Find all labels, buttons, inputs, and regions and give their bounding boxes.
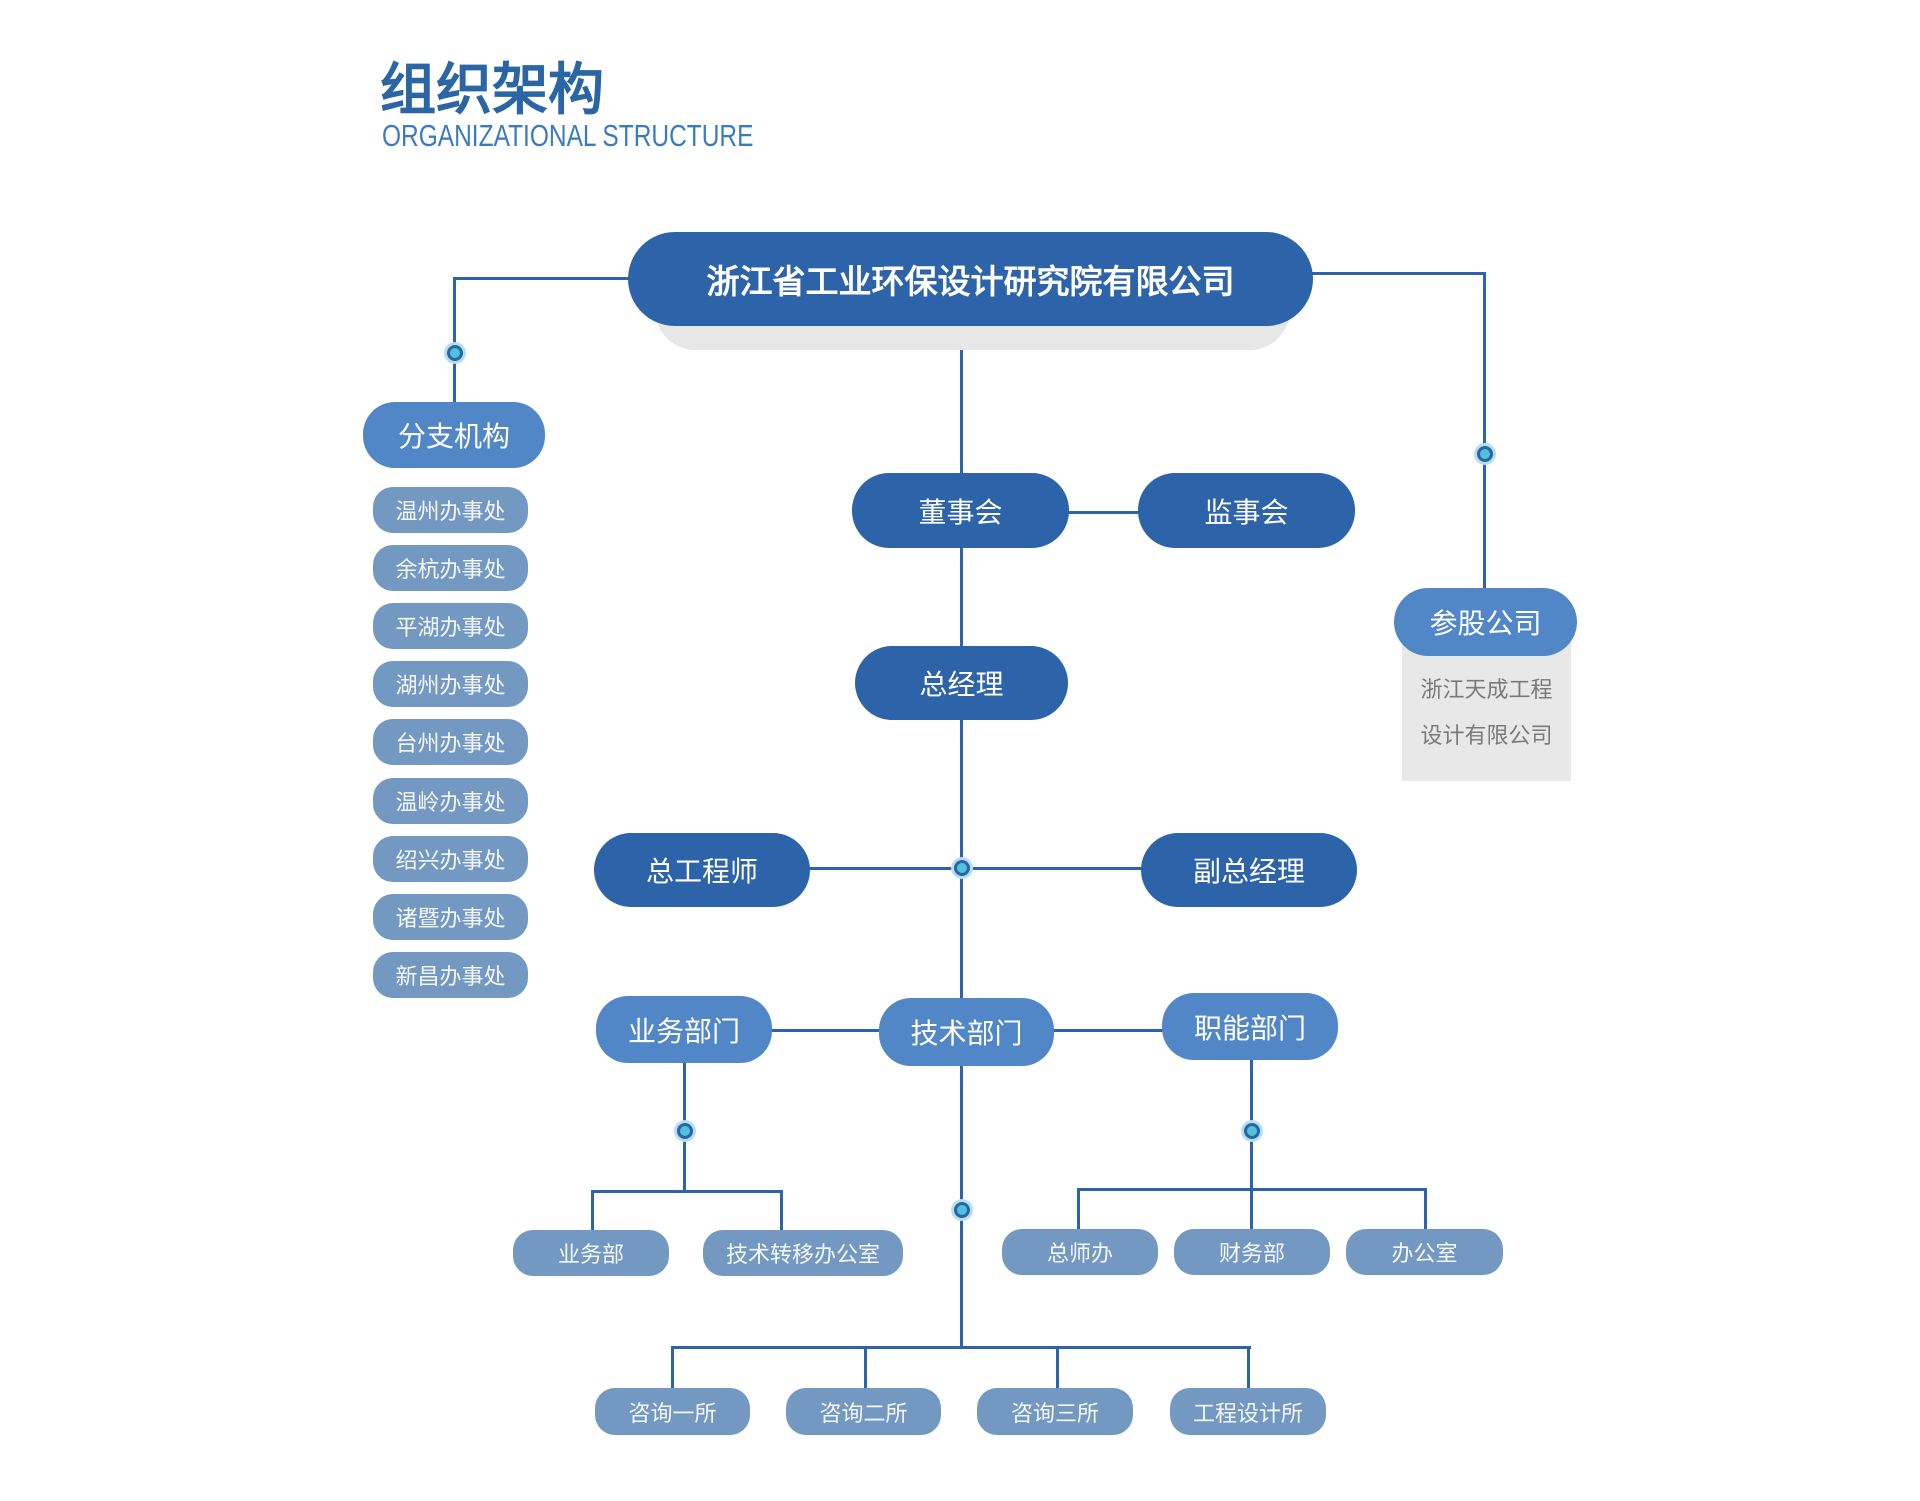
branch-office-item[interactable]: 平湖办事处 bbox=[373, 603, 528, 650]
root-node-label: 浙江省工业环保设计研究院有限公司 bbox=[706, 262, 1235, 301]
technical-unit-label: 咨询三所 bbox=[1010, 1401, 1099, 1427]
functional-unit-node[interactable]: 总师办 bbox=[1002, 1229, 1158, 1275]
chief-engineer-node[interactable]: 总工程师 bbox=[594, 833, 810, 907]
connector-business-branch bbox=[591, 1190, 783, 1193]
connector-business-unit-2 bbox=[780, 1190, 783, 1232]
junction-dot-branches bbox=[447, 345, 463, 361]
holding-company-name-line-2: 设计有限公司 bbox=[1420, 724, 1553, 749]
connector-root-branches-h bbox=[454, 277, 630, 280]
deputy-gm-node-label: 副总经理 bbox=[1192, 855, 1305, 888]
technical-unit-node[interactable]: 咨询三所 bbox=[977, 1388, 1133, 1435]
business-unit-node[interactable]: 业务部 bbox=[513, 1230, 669, 1276]
branch-office-label: 诸暨办事处 bbox=[395, 906, 506, 932]
branch-office-label: 余杭办事处 bbox=[395, 558, 506, 584]
functional-unit-node[interactable]: 财务部 bbox=[1174, 1229, 1330, 1275]
branch-office-item[interactable]: 温州办事处 bbox=[373, 487, 528, 533]
branch-office-label: 绍兴办事处 bbox=[395, 848, 506, 874]
junction-dot-functional bbox=[1244, 1123, 1260, 1139]
branch-office-item[interactable]: 温岭办事处 bbox=[373, 777, 528, 824]
functional-unit-label: 财务部 bbox=[1218, 1242, 1285, 1267]
branch-office-label: 台州办事处 bbox=[395, 732, 506, 758]
holding-company-name-line-1: 浙江天成工程 bbox=[1420, 678, 1553, 703]
technical-unit-node[interactable]: 咨询一所 bbox=[595, 1388, 750, 1435]
branch-office-item[interactable]: 绍兴办事处 bbox=[373, 835, 528, 882]
connector-chief-engineer bbox=[808, 867, 961, 870]
connector-business-unit-1 bbox=[591, 1190, 594, 1232]
page-title: 组织架构 bbox=[380, 58, 604, 123]
supervisors-node[interactable]: 监事会 bbox=[1138, 473, 1355, 548]
connector-root-holdings-v bbox=[1483, 272, 1486, 590]
general-manager-node-label: 总经理 bbox=[919, 668, 1004, 701]
connector-tech-functional bbox=[1052, 1029, 1164, 1032]
functional-dept-node[interactable]: 职能部门 bbox=[1162, 993, 1338, 1060]
business-dept-node-label: 业务部门 bbox=[627, 1014, 740, 1048]
technical-unit-label: 工程设计所 bbox=[1192, 1401, 1303, 1427]
connector-spine-board-gm bbox=[960, 546, 963, 648]
junction-dot-technical bbox=[954, 1202, 970, 1218]
connector-root-branches-v bbox=[453, 277, 456, 404]
branch-office-item[interactable]: 台州办事处 bbox=[373, 719, 528, 766]
connector-deputy-gm bbox=[961, 867, 1143, 870]
junction-dot-business bbox=[677, 1123, 693, 1139]
connector-technical-unit-4 bbox=[1247, 1346, 1250, 1390]
branch-office-label: 新昌办事处 bbox=[395, 964, 506, 990]
page-subtitle: ORGANIZATIONAL STRUCTURE bbox=[382, 118, 754, 153]
branch-office-item[interactable]: 湖州办事处 bbox=[373, 661, 528, 708]
branch-office-item[interactable]: 诸暨办事处 bbox=[373, 893, 528, 940]
connector-root-holdings-h bbox=[1311, 272, 1486, 275]
junction-dot-holdings bbox=[1477, 446, 1493, 462]
branch-office-label: 温州办事处 bbox=[395, 500, 506, 525]
branch-office-item[interactable]: 新昌办事处 bbox=[373, 951, 528, 998]
functional-dept-node-label: 职能部门 bbox=[1193, 1011, 1306, 1045]
technical-dept-node-label: 技术部门 bbox=[910, 1017, 1023, 1050]
connector-board-supervisors bbox=[1068, 511, 1140, 514]
connector-spine-root-board bbox=[960, 326, 963, 476]
board-node-label: 董事会 bbox=[918, 495, 1003, 529]
business-unit-node[interactable]: 技术转移办公室 bbox=[703, 1230, 903, 1276]
board-node[interactable]: 董事会 bbox=[852, 473, 1069, 548]
technical-unit-label: 咨询二所 bbox=[819, 1401, 908, 1427]
connector-technical-unit-1 bbox=[671, 1346, 674, 1390]
technical-unit-node[interactable]: 工程设计所 bbox=[1170, 1388, 1326, 1435]
branch-office-item[interactable]: 余杭办事处 bbox=[373, 545, 528, 592]
connector-functional-stem bbox=[1250, 1058, 1253, 1231]
branch-office-label: 温岭办事处 bbox=[395, 790, 506, 816]
branch-office-label: 平湖办事处 bbox=[395, 616, 506, 642]
connector-technical-unit-3 bbox=[1056, 1346, 1059, 1390]
holdings-node-label: 参股公司 bbox=[1429, 607, 1542, 640]
technical-unit-node[interactable]: 咨询二所 bbox=[786, 1388, 941, 1435]
general-manager-node[interactable]: 总经理 bbox=[855, 646, 1068, 720]
connector-technical-branch bbox=[671, 1346, 1251, 1349]
holdings-node[interactable]: 参股公司 bbox=[1394, 588, 1577, 656]
business-unit-label: 业务部 bbox=[557, 1243, 624, 1268]
connector-functional-branch bbox=[1077, 1188, 1427, 1191]
technical-dept-node[interactable]: 技术部门 bbox=[879, 998, 1054, 1066]
junction-dot-executives bbox=[954, 860, 970, 876]
branches-node[interactable]: 分支机构 bbox=[363, 402, 545, 468]
business-unit-label: 技术转移办公室 bbox=[725, 1243, 880, 1268]
branch-office-label: 湖州办事处 bbox=[395, 674, 506, 700]
connector-technical-unit-2 bbox=[864, 1346, 867, 1390]
business-dept-node[interactable]: 业务部门 bbox=[596, 996, 772, 1063]
deputy-gm-node[interactable]: 副总经理 bbox=[1141, 833, 1357, 907]
functional-unit-label: 总师办 bbox=[1046, 1242, 1113, 1267]
connector-spine-gm-tech bbox=[960, 718, 963, 1000]
root-node[interactable]: 浙江省工业环保设计研究院有限公司 bbox=[628, 232, 1313, 326]
technical-unit-label: 咨询一所 bbox=[628, 1401, 717, 1427]
supervisors-node-label: 监事会 bbox=[1204, 495, 1289, 529]
connector-functional-unit-1 bbox=[1077, 1188, 1080, 1231]
connector-functional-unit-3 bbox=[1424, 1188, 1427, 1231]
branches-node-label: 分支机构 bbox=[397, 420, 510, 453]
chief-engineer-node-label: 总工程师 bbox=[645, 855, 758, 888]
functional-unit-label: 办公室 bbox=[1391, 1242, 1458, 1267]
functional-unit-node[interactable]: 办公室 bbox=[1346, 1229, 1503, 1275]
connector-business-tech bbox=[770, 1029, 881, 1032]
